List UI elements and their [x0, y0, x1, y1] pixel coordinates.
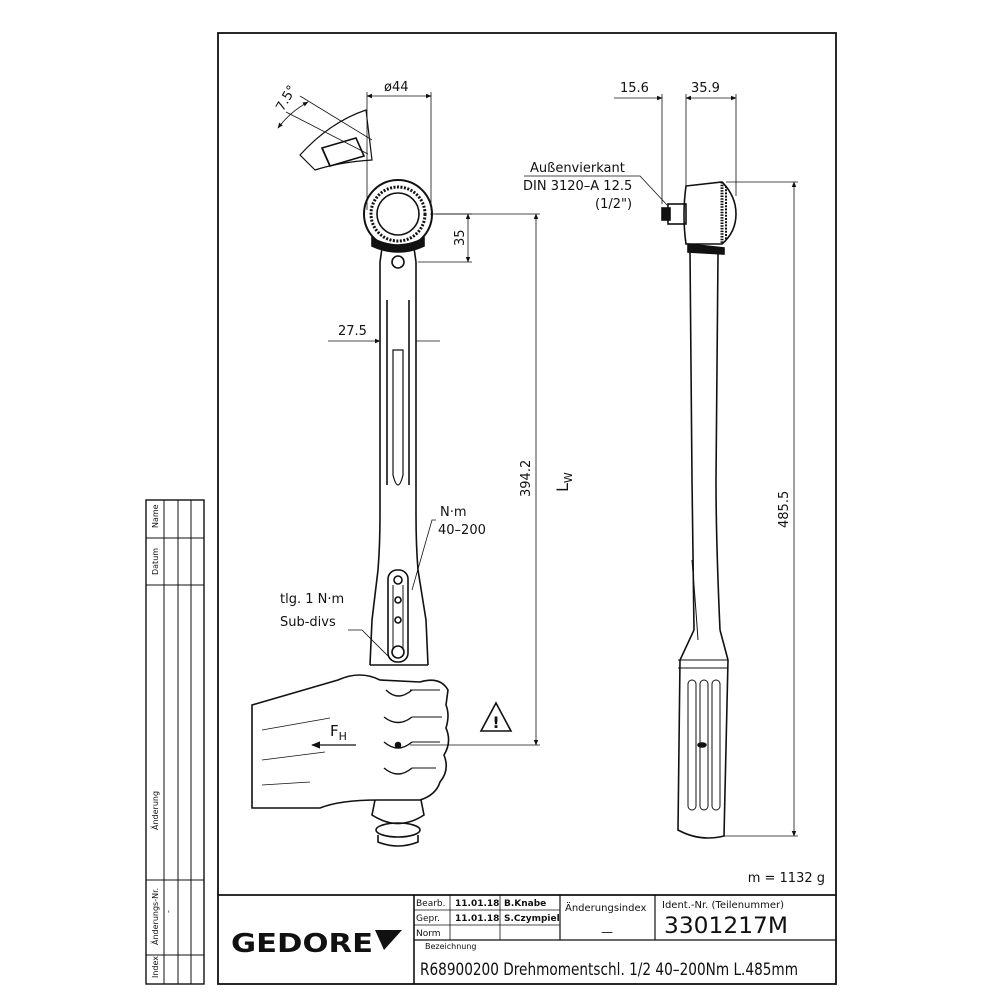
- range-unit-label: N·m: [440, 505, 467, 520]
- ratchet-reverse-lever: [299, 109, 373, 171]
- dim-394-2: 394.2: [519, 460, 534, 497]
- dim-lw-subscript: W: [562, 472, 575, 483]
- revision-index-label: Index: [151, 956, 160, 978]
- bearb-date: 11.01.18: [455, 899, 499, 909]
- gedore-logo-arrow-icon: [375, 930, 402, 950]
- revision-name-label: Name: [151, 504, 160, 528]
- drawing-frame: [217, 32, 837, 985]
- hand-force-label: FH: [330, 722, 347, 743]
- bearb-name: B.Knabe: [504, 899, 546, 909]
- dim-15-6: 15.6: [620, 81, 649, 96]
- wrench-side-view: [661, 181, 737, 839]
- revision-datum-label: Datum: [151, 548, 160, 575]
- ident-nr-value: 3301217M: [664, 914, 788, 939]
- norm-label: Norm: [416, 929, 441, 939]
- square-drive-label-2: DIN 3120–A 12.5: [523, 179, 632, 194]
- gepr-name: S.Czympiel: [504, 914, 560, 924]
- bezeichnung-label: Bezeichnung: [425, 942, 477, 951]
- aenderungsindex-value: —: [601, 925, 613, 939]
- dim-35-9: 35.9: [691, 81, 720, 96]
- hand-force-subscript: H: [339, 730, 347, 743]
- warning-triangle: [479, 701, 513, 732]
- revision-aenderungs-nr-label: Änderungs-Nr.: [150, 888, 160, 945]
- aenderungsindex-label: Änderungsindex: [565, 901, 646, 914]
- bezeichnung-value: R68900200 Drehmomentschl. 1/2 40–200Nm L…: [420, 960, 798, 980]
- title-block-grid: [413, 895, 836, 984]
- dim-lw: LW: [553, 472, 575, 492]
- square-drive-label-3: (1/2"): [595, 197, 632, 212]
- dimension-lines-side: [524, 94, 798, 837]
- range-values-label: 40–200: [438, 523, 486, 538]
- dim-diameter-44: ø44: [384, 80, 409, 95]
- subdiv-label-de: tlg. 1 N·m: [280, 592, 344, 607]
- revision-block: [145, 499, 205, 985]
- dimension-lines-front: [277, 92, 540, 749]
- gepr-label: Gepr.: [416, 914, 440, 924]
- gedore-logo: GEDORE: [231, 929, 373, 959]
- hand-illustration: [251, 674, 450, 809]
- bearb-label: Bearb.: [416, 899, 446, 909]
- ident-nr-label: Ident.-Nr. (Teilenummer): [662, 900, 784, 911]
- square-drive-label-1: Außenvierkant: [530, 161, 625, 176]
- mass-label: m = 1132 g: [748, 871, 825, 886]
- dim-35: 35: [453, 229, 468, 246]
- dim-27-5: 27.5: [338, 324, 367, 339]
- revision-aenderung-label: Änderung: [150, 791, 160, 830]
- revision-dash: -: [164, 910, 173, 913]
- gepr-date: 11.01.18: [455, 914, 499, 924]
- warning-symbol: !: [492, 713, 499, 732]
- subdiv-label-en: Sub-divs: [280, 615, 336, 630]
- dim-485-5: 485.5: [777, 491, 792, 528]
